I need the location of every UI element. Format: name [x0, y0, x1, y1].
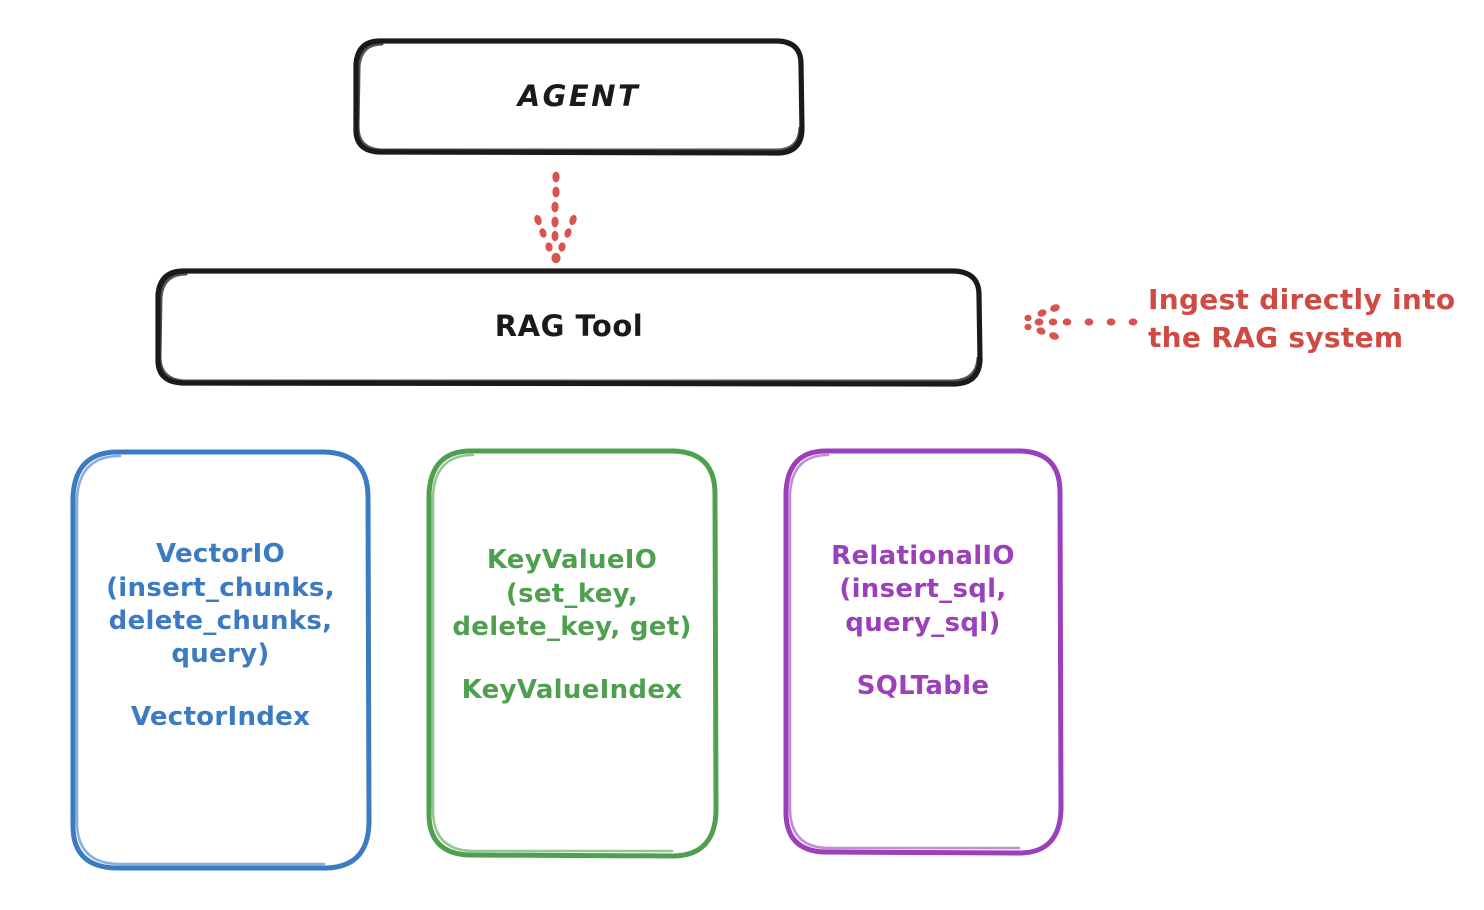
agent-node[interactable]: AGENT	[355, 40, 803, 153]
vector-io-index-label: VectorIndex	[130, 702, 311, 733]
key-value-io-node[interactable]: KeyValueIO (set_key, delete_key, get) Ke…	[428, 450, 716, 856]
connector-ingest-to-rag-tool	[1024, 304, 1138, 340]
rag-tool-box-outline	[155, 268, 983, 387]
ingest-annotation-label: Ingest directly into the RAG system	[1148, 283, 1456, 354]
vector-io-node[interactable]: VectorIO (insert_chunks, delete_chunks, …	[72, 450, 369, 869]
rag-tool-node[interactable]: RAG Tool	[157, 270, 981, 384]
vector-io-api-label: VectorIO (insert_chunks, delete_chunks, …	[106, 539, 335, 670]
rag-tool-label: RAG Tool	[494, 309, 644, 344]
relational-io-index-label: SQLTable	[856, 670, 990, 701]
agent-box-outline	[353, 38, 805, 156]
relational-io-node[interactable]: RelationalIO (insert_sql, query_sql) SQL…	[785, 450, 1061, 853]
key-value-io-index-label: KeyValueIndex	[461, 675, 683, 706]
agent-label: AGENT	[517, 78, 641, 113]
relational-io-api-label: RelationalIO (insert_sql, query_sql)	[831, 540, 1015, 638]
key-value-io-api-label: KeyValueIO (set_key, delete_key, get)	[452, 545, 692, 642]
key-value-io-box-outline	[426, 448, 719, 859]
relational-io-box-outline	[783, 448, 1064, 856]
vector-io-box-outline	[70, 449, 372, 871]
connector-agent-to-rag-tool	[534, 171, 577, 264]
